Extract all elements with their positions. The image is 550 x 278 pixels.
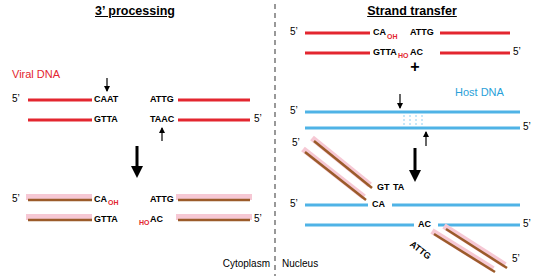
host-dna <box>305 205 520 225</box>
dna-label: Host DNA <box>455 86 504 98</box>
strand-shadow <box>26 197 252 217</box>
viral-dna <box>305 33 510 53</box>
viral-strand <box>440 32 510 35</box>
strand-shadow <box>176 194 252 200</box>
processed-strand <box>178 199 250 202</box>
strand-end: 5’ <box>254 213 262 224</box>
processed-strand <box>28 219 92 222</box>
compartment-label: Cytoplasm <box>223 258 270 269</box>
viral-strand <box>28 119 92 122</box>
sequence-label: CAAT <box>94 95 118 105</box>
processed-strand <box>28 199 92 202</box>
hydroxyl-label: HO <box>139 219 150 227</box>
panel-title: 3’ processing <box>95 5 175 19</box>
sequence-label: GTTA <box>94 215 118 225</box>
strand-end: 5’ <box>290 198 298 209</box>
strand-end: 5’ <box>512 253 520 264</box>
cut-arrow <box>399 94 400 108</box>
base-pair <box>422 115 423 125</box>
strand-shadow <box>176 214 252 220</box>
viral-strand <box>305 52 370 55</box>
hydroxyl-label: OH <box>108 199 119 207</box>
strand-end: 5’ <box>513 46 521 57</box>
base-pair <box>404 115 405 125</box>
step-arrow <box>136 146 139 172</box>
cut-arrow <box>106 78 107 91</box>
sequence-label: ATTG <box>410 28 434 38</box>
sequence-label: GTTA <box>94 115 118 125</box>
sequence-label: TA <box>393 183 404 193</box>
compartment-label: Nucleus <box>282 258 318 269</box>
strand-shadow <box>26 194 92 200</box>
host-dna <box>305 112 520 128</box>
sequence-label: TAAC <box>150 115 174 125</box>
plus-sign: + <box>410 58 419 76</box>
host-strand <box>305 204 368 207</box>
base-pairs <box>404 115 422 125</box>
host-strand <box>438 224 520 227</box>
strand-end: 5’ <box>12 93 20 104</box>
host-strand <box>392 204 520 207</box>
viral-strand <box>446 229 507 268</box>
cut-arrow <box>425 132 426 146</box>
base-pair <box>410 115 411 125</box>
viral-strand <box>440 52 510 55</box>
sequence-label: AC <box>418 220 431 230</box>
viral-strand <box>314 141 372 188</box>
host-strand <box>305 224 414 227</box>
sequence-label: GT <box>377 183 390 193</box>
processed-strand <box>178 219 250 222</box>
strand-shadow <box>26 214 92 220</box>
strand-end: 5’ <box>292 137 300 148</box>
dna-label: Viral DNA <box>12 68 60 80</box>
sequence-label: ATTG <box>408 240 433 262</box>
host-strand <box>305 111 520 114</box>
viral-dna <box>28 100 250 120</box>
viral-dna <box>305 141 507 272</box>
strand-shadow <box>303 138 505 269</box>
sequence-label: AC <box>150 215 163 225</box>
strand-end: 5’ <box>290 26 298 37</box>
sequence-label: ATTG <box>150 95 174 105</box>
hydroxyl-label: HO <box>398 52 409 60</box>
viral-strand <box>305 32 370 35</box>
processed-dna <box>28 200 250 220</box>
host-strand <box>305 127 520 130</box>
panel-title: Strand transfer <box>367 5 457 19</box>
divider-line <box>274 4 275 276</box>
viral-strand <box>178 119 250 122</box>
sequence-label: CA <box>372 200 385 210</box>
strand-end: 5’ <box>254 113 262 124</box>
viral-strand <box>28 99 92 102</box>
strand-end: 5’ <box>523 121 531 132</box>
strand-end: 5’ <box>290 105 298 116</box>
base-pair <box>416 115 417 125</box>
sequence-label: AC <box>410 48 423 58</box>
sequence-label: CA <box>373 28 386 38</box>
sequence-label: GTTA <box>373 48 397 58</box>
sequence-label: ATTG <box>150 195 174 205</box>
strand-end: 5’ <box>12 193 20 204</box>
strand-end: 5’ <box>523 218 531 229</box>
cut-arrow <box>161 128 162 141</box>
sequence-label: CA <box>94 195 107 205</box>
step-arrow <box>414 148 417 176</box>
hydroxyl-label: OH <box>387 33 398 41</box>
viral-strand <box>178 99 250 102</box>
